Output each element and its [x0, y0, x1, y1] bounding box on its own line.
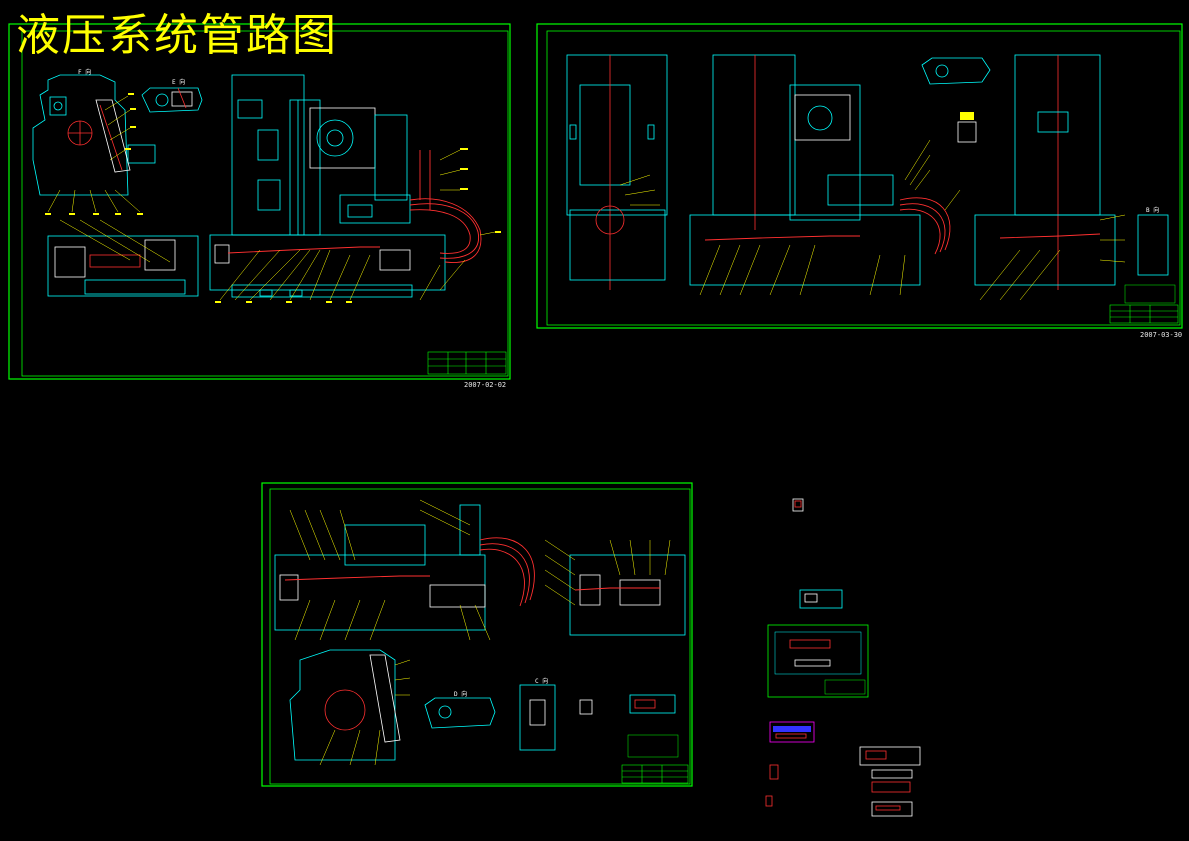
- callout-labels: [45, 93, 501, 303]
- machine-front-views: [566, 54, 1169, 290]
- notes-box-2: [1124, 284, 1176, 304]
- sheet-3: [261, 482, 693, 787]
- view-f-drawing: [32, 74, 156, 196]
- pipe-routing: [227, 150, 482, 263]
- sheet-1: [8, 23, 511, 380]
- pipe-routing-2: [704, 197, 1101, 255]
- title-block: [427, 351, 507, 375]
- title-block-3: [621, 764, 689, 784]
- view-e-drawing: [141, 87, 203, 113]
- main-machine-view: [209, 74, 446, 298]
- drawing-title: 液压系统管路图: [16, 10, 338, 61]
- sheet-3-machine: [274, 504, 686, 761]
- title-block-2: [1109, 304, 1179, 324]
- leader-lines: [47, 95, 496, 301]
- view-b-label: B 向: [1146, 207, 1160, 214]
- view-c-label: C 向: [535, 678, 549, 685]
- notes-box-3: [627, 734, 679, 758]
- bottom-left-detail: [47, 235, 199, 297]
- view-detail-2: [921, 57, 991, 143]
- view-f-label: F 向: [78, 69, 92, 76]
- view-e-label: E 向: [172, 79, 186, 86]
- pipe-routing-3: [284, 537, 660, 607]
- sheet-2-date: 2007-03-30: [1140, 331, 1183, 339]
- leader-lines-3: [289, 499, 671, 766]
- sheet-1-date: 2007-02-02: [464, 381, 507, 389]
- leader-lines-2: [619, 139, 1126, 301]
- small-detail-sheets: [765, 498, 921, 817]
- sheet-2: [536, 23, 1183, 329]
- view-d-label: D 向: [454, 691, 468, 698]
